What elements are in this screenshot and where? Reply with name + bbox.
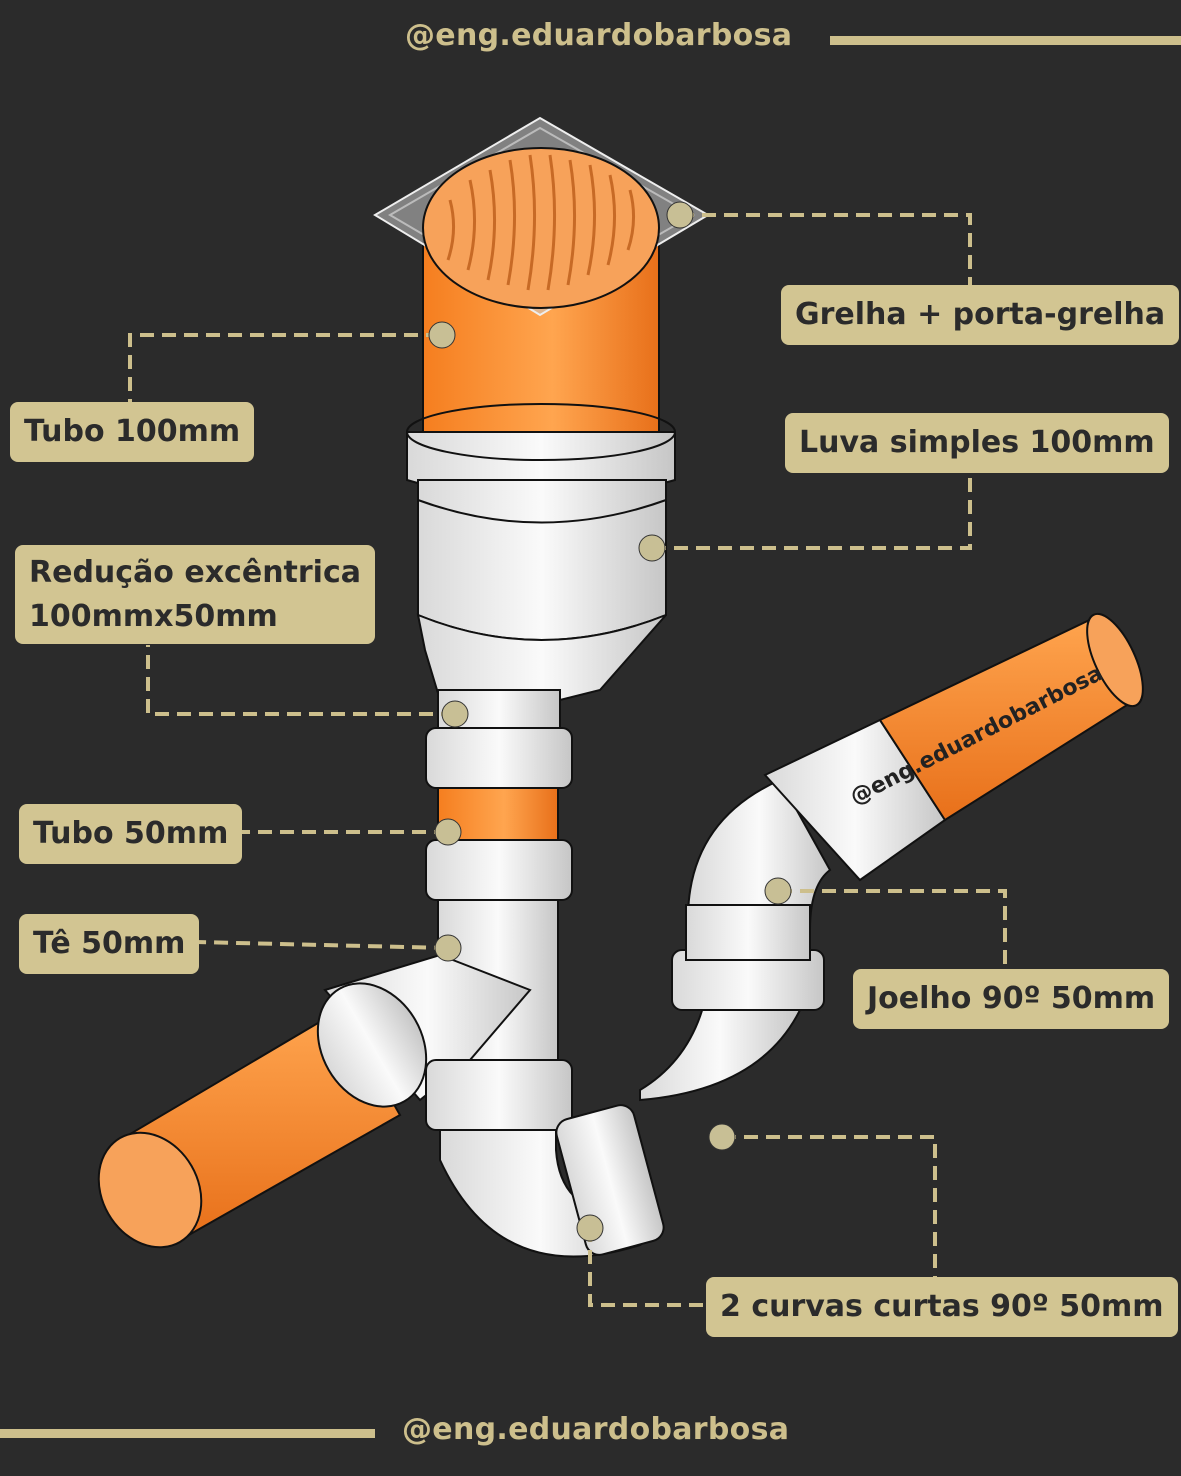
reducao-excentrica [416,613,667,731]
leader-dots [428,201,792,1242]
label-curvas-curtas: 2 curvas curtas 90º 50mm [706,1277,1178,1337]
label-tubo-50mm: Tubo 50mm [19,804,243,864]
luva-simples-100mm [406,403,676,641]
footer-handle: @eng.eduardobarbosa [402,1412,790,1447]
label-te-50mm: Tê 50mm [19,914,200,974]
label-tubo-100mm: Tubo 100mm [10,402,255,462]
joelho-90-50mm: @eng.eduardobarbosa [671,612,1144,1011]
header-rule [830,36,1181,45]
tubo-50mm [425,727,573,901]
label-joelho-90: Joelho 90º 50mm [853,969,1170,1029]
grelha-porta-grelha [373,116,710,317]
te-50mm [97,899,573,1249]
curvas-curtas [439,998,802,1258]
footer-rule [0,1429,375,1438]
label-reducao-line1: Redução excêntrica [29,555,361,590]
label-grelha: Grelha + porta-grelha [781,285,1180,345]
header-handle: @eng.eduardobarbosa [405,18,793,53]
label-reducao-excentrica: Redução excêntrica 100mmx50mm [15,545,375,644]
leader-lines [128,213,1007,1307]
label-reducao-line2: 100mmx50mm [29,598,278,634]
label-luva-simples: Luva simples 100mm [785,413,1169,473]
